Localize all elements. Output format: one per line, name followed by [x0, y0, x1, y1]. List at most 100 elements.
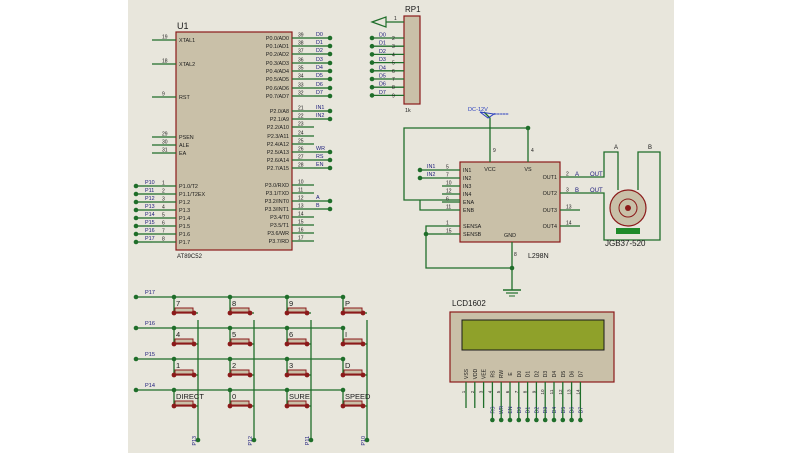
power-terminal-icon	[370, 16, 387, 28]
key-terminal	[284, 403, 290, 409]
mcu-pin-number: 37	[298, 49, 304, 55]
junction-dot	[284, 387, 290, 393]
driver-pin-name: OUT2	[543, 191, 557, 197]
net-label: IN1	[427, 164, 435, 170]
key-terminal	[171, 310, 177, 316]
net-terminal-dot	[327, 68, 333, 74]
mcu-pin-number: 11	[298, 188, 303, 194]
supply-label: DC-12V	[468, 107, 488, 113]
lcd-pin-name: RW	[499, 370, 505, 379]
mcu-pin-name: P3.1/TXD	[266, 191, 289, 197]
junction-dot	[171, 356, 177, 362]
key-terminal	[191, 372, 197, 378]
mcu-pin-number: 15	[298, 220, 304, 226]
net-terminal-dot	[542, 417, 548, 423]
lcd-pin-name: VSS	[464, 368, 470, 379]
key-button	[230, 400, 250, 406]
driver-pin-name: IN2	[463, 176, 471, 182]
mcu-pin-number: 18	[162, 59, 168, 65]
motor-base	[616, 228, 640, 234]
sense-wire	[425, 225, 512, 269]
driver-part-name: L298N	[528, 253, 549, 260]
net-terminal-dot	[364, 437, 370, 443]
net-terminal-dot	[327, 85, 333, 91]
net-label: D6	[570, 407, 576, 414]
net-label: P15	[145, 352, 155, 358]
mcu-pin-name: ALE	[179, 143, 190, 149]
key-button	[174, 400, 194, 406]
net-label: P17	[145, 290, 155, 296]
key-button	[287, 400, 307, 406]
rp1-pin-number: 5	[392, 61, 395, 67]
motor-lead-b	[637, 151, 644, 190]
mcu-pin-name: EA	[179, 151, 187, 157]
junction-dot	[340, 387, 346, 393]
key-terminal	[360, 372, 366, 378]
supply-wire	[483, 111, 491, 144]
net-label: D2	[379, 49, 386, 55]
key-button	[230, 307, 250, 313]
junction-dot	[284, 294, 290, 300]
key-terminal	[227, 341, 233, 347]
mcu-pin-number: 8	[162, 237, 165, 243]
net-label: D1	[526, 407, 532, 414]
key-label: 7	[176, 299, 180, 308]
key-button	[343, 338, 363, 344]
driver-pin-number: 5	[446, 165, 449, 171]
mcu-pin-number: 10	[298, 180, 304, 186]
driver-pin-name: SENSB	[463, 232, 482, 238]
net-label: RS	[316, 154, 324, 160]
net-label: D1	[316, 40, 323, 46]
key-terminal	[284, 372, 290, 378]
key-terminal	[247, 403, 253, 409]
mcu-pin-number: 33	[298, 83, 304, 89]
net-terminal-dot	[560, 417, 566, 423]
key-terminal	[227, 403, 233, 409]
lcd-pin-number: 6	[505, 390, 510, 393]
mcu-pin-number: 34	[298, 74, 304, 80]
key-label: I	[345, 330, 347, 339]
lcd-pin-name: RS	[490, 370, 496, 378]
mcu-pin-name: P2.7/A15	[267, 166, 289, 172]
key-terminal	[340, 341, 346, 347]
net-label: P14	[145, 212, 155, 218]
mcu-pin-name: P3.5/T1	[270, 223, 289, 229]
mcu-pin-number: 17	[298, 236, 304, 242]
lcd-pin-name: E	[508, 372, 514, 376]
lcd-pin-number: 11	[549, 389, 554, 394]
net-terminal-dot	[490, 417, 495, 423]
net-terminal-dot	[498, 417, 504, 423]
net-label: D3	[316, 57, 323, 63]
net-terminal-dot	[133, 183, 139, 189]
net-label: P11	[305, 436, 311, 445]
lcd-pin-name: D0	[517, 371, 523, 378]
net-terminal-dot	[327, 206, 333, 212]
lcd-pin-number: 3	[479, 390, 484, 393]
lcd-pin-number: 12	[558, 389, 563, 395]
mcu-pin-name: P0.5/AD5	[266, 77, 289, 83]
key-button	[174, 307, 194, 313]
net-terminal-dot	[417, 167, 423, 173]
mcu-pin-number: 23	[298, 122, 304, 128]
vs-feedback-wire	[403, 127, 529, 201]
key-terminal	[284, 310, 290, 316]
net-label: D3	[379, 57, 386, 63]
net-label: IN1	[316, 105, 324, 111]
lcd-pin-name: VEE	[482, 368, 488, 379]
net-label: P16	[145, 228, 155, 234]
key-terminal	[304, 372, 310, 378]
key-button	[174, 369, 194, 375]
net-terminal-dot	[327, 198, 333, 204]
motor-shaft	[618, 198, 638, 218]
mcu-pin-number: 3	[162, 197, 165, 203]
mcu-pin-name: P0.6/AD6	[266, 86, 289, 92]
mcu-pin-name: P0.7/AD7	[266, 94, 289, 100]
mcu-pin-number: 7	[162, 229, 165, 235]
mcu-pin-name: P2.5/A13	[267, 150, 289, 156]
mcu-pin-name: P3.6/WR	[267, 231, 289, 237]
mcu-pin-name: P2.6/A14	[267, 158, 289, 164]
output-word: OUT	[590, 188, 603, 194]
driver-body	[459, 161, 561, 243]
mcu-pin-number: 4	[162, 205, 165, 211]
